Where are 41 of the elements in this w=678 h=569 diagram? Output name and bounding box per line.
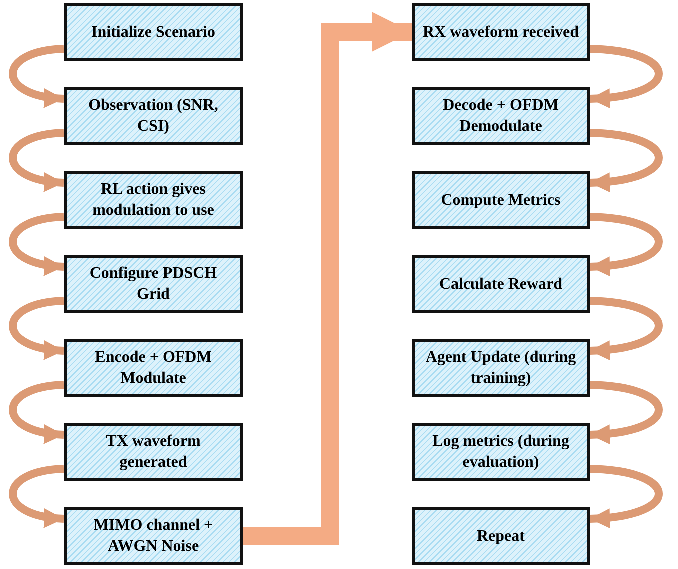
process-box (64, 339, 243, 397)
arrow (9, 45, 64, 108)
arrow (9, 297, 64, 360)
process-box (64, 3, 243, 61)
box-label: MIMO channel + AWGN Noise (92, 516, 214, 557)
box-label: Encode + OFDM Modulate (94, 348, 213, 389)
box-label: Decode + OFDM Demodulate (442, 96, 560, 137)
box-label: RL action gives modulation to use (92, 180, 216, 221)
box-label: Initialize Scenario (90, 22, 216, 42)
arrow (590, 297, 663, 360)
process-box (64, 171, 243, 229)
arrow (243, 12, 412, 545)
arrow (590, 45, 663, 108)
box-label: TX waveform generated (105, 432, 202, 473)
arrow (9, 129, 64, 192)
process-box (64, 507, 243, 565)
process-box (412, 339, 590, 397)
box-label: Compute Metrics (440, 190, 562, 210)
box-label: Calculate Reward (438, 274, 564, 294)
box-label: Log metrics (during evaluation) (432, 432, 570, 473)
arrow (9, 381, 64, 444)
process-box (412, 507, 590, 565)
process-box (412, 423, 590, 481)
box-label: Agent Update (during training) (424, 348, 578, 389)
arrow (590, 381, 663, 444)
process-box (412, 3, 590, 61)
box-label: Configure PDSCH Grid (88, 264, 218, 305)
box-label: RX waveform received (422, 22, 580, 42)
box-label: Repeat (476, 526, 526, 546)
arrow (9, 465, 64, 528)
box-label: Observation (SNR, CSI) (88, 96, 220, 137)
process-box (412, 87, 590, 145)
process-box (64, 255, 243, 313)
process-box (64, 87, 243, 145)
arrow (590, 213, 663, 276)
process-box (412, 255, 590, 313)
arrow (9, 213, 64, 276)
arrow (590, 129, 663, 192)
process-box (64, 423, 243, 481)
process-box (412, 171, 590, 229)
arrow (590, 465, 663, 528)
